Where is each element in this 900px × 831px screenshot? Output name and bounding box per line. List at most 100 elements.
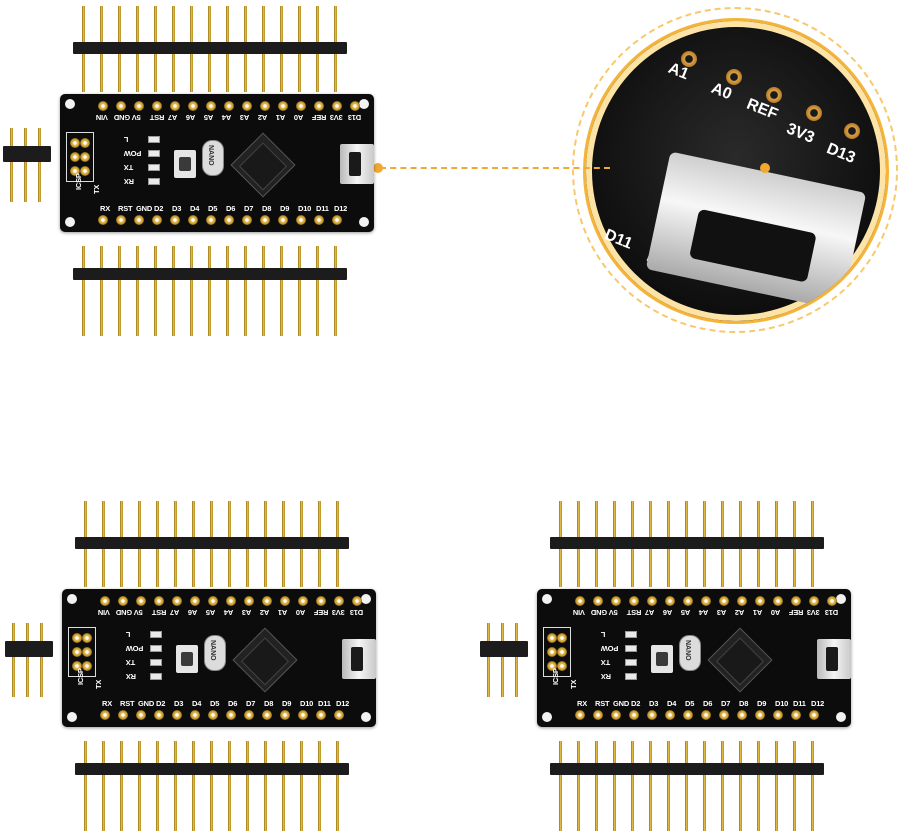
header-pin <box>336 549 339 587</box>
bottom-pin-label: D11 <box>316 204 329 213</box>
icsp-hole <box>82 661 92 671</box>
bottom-pin-label: D12 <box>336 699 350 708</box>
icsp-pin <box>40 657 43 697</box>
header-pin <box>739 741 742 763</box>
header-pin <box>210 549 213 587</box>
top-pin-label: A3 <box>240 113 250 122</box>
status-led <box>625 673 637 680</box>
usb-slot <box>349 152 361 176</box>
header-pin <box>208 6 211 42</box>
bottom-pin-label: D7 <box>244 204 254 213</box>
bottom-pin-label: D11 <box>793 699 806 708</box>
header-pin <box>84 501 87 537</box>
nano-label: NANO <box>209 640 216 661</box>
header-pin <box>208 54 211 92</box>
header-pin <box>613 741 616 763</box>
tx-label: TX <box>569 679 578 689</box>
top-pin-label: VIN <box>98 608 110 617</box>
header-pin <box>298 6 301 42</box>
top-pin-label: A1 <box>276 113 286 122</box>
header-pin <box>280 6 283 42</box>
top-pin-label: A0 <box>771 608 781 617</box>
status-led <box>150 673 162 680</box>
bottom-pin-label: D5 <box>208 204 218 213</box>
header-pin <box>559 775 562 831</box>
header-pin <box>721 741 724 763</box>
bottom-pin-label: RST <box>118 204 133 213</box>
mounting-hole <box>359 99 369 109</box>
status-led <box>150 645 162 652</box>
header-pin <box>739 549 742 587</box>
mounting-hole <box>359 217 369 227</box>
icsp-header-strip <box>3 146 51 162</box>
header-pin <box>264 741 267 763</box>
reset-button-cap <box>179 157 191 171</box>
pin-hole <box>683 710 693 720</box>
pin-hole <box>314 101 324 111</box>
pin-hole <box>629 710 639 720</box>
icsp-hole <box>557 661 567 671</box>
header-pin <box>120 741 123 763</box>
top-pin-label: A4 <box>224 608 234 617</box>
icsp-label: ICSP <box>76 668 85 685</box>
pin-hole <box>244 710 254 720</box>
reset-button-base <box>651 645 673 673</box>
header-pin <box>811 501 814 537</box>
header-pin <box>631 741 634 763</box>
bottom-pin-label: GND <box>138 699 155 708</box>
pin-hole <box>611 710 621 720</box>
header-pin <box>156 501 159 537</box>
pin-hole <box>773 596 783 606</box>
header-pin <box>685 549 688 587</box>
bottom-pin-label: D7 <box>246 699 256 708</box>
header-pin <box>318 501 321 537</box>
top-pin-label: D13 <box>825 608 839 617</box>
microcontroller-die <box>715 637 765 686</box>
status-led <box>148 164 160 171</box>
microcontroller-chip <box>707 627 773 693</box>
header-pin <box>298 246 301 268</box>
top-pin-label: 3V3 <box>330 113 343 122</box>
status-led <box>148 178 160 185</box>
pin-hole <box>791 710 801 720</box>
header-pin <box>262 246 265 268</box>
top-pin-label: A5 <box>206 608 216 617</box>
top-pin-label: A7 <box>170 608 180 617</box>
icsp-block <box>543 627 571 677</box>
header-pin <box>595 741 598 763</box>
header-pin <box>190 54 193 92</box>
icsp-hole <box>82 633 92 643</box>
header-pin <box>300 775 303 831</box>
status-led <box>150 659 162 666</box>
header-pin <box>156 549 159 587</box>
header-pin <box>84 741 87 763</box>
top-pin-label: A6 <box>663 608 673 617</box>
pin-hole <box>296 101 306 111</box>
header-pin <box>84 775 87 831</box>
nano-badge: NANO <box>679 635 701 671</box>
pin-hole <box>154 710 164 720</box>
pin-hole <box>755 710 765 720</box>
pin-hole <box>152 101 162 111</box>
pin-hole <box>242 215 252 225</box>
header-pin <box>775 549 778 587</box>
header-pin <box>793 501 796 537</box>
bottom-pin-label: D2 <box>154 204 164 213</box>
header-pin <box>226 280 229 336</box>
header-pin <box>264 501 267 537</box>
header-pin <box>120 549 123 587</box>
header-pin <box>298 280 301 336</box>
pin-hole <box>280 710 290 720</box>
pin-hole <box>260 215 270 225</box>
mounting-hole <box>361 594 371 604</box>
top-pin-label: A7 <box>645 608 655 617</box>
pin-hole <box>136 710 146 720</box>
pin-header-strip <box>73 42 347 54</box>
led-label: RX <box>126 672 137 681</box>
header-pin <box>208 280 211 336</box>
header-pin <box>334 6 337 42</box>
header-pin <box>136 6 139 42</box>
header-pin <box>244 54 247 92</box>
header-pin <box>577 741 580 763</box>
bottom-pin-label: D8 <box>262 204 272 213</box>
